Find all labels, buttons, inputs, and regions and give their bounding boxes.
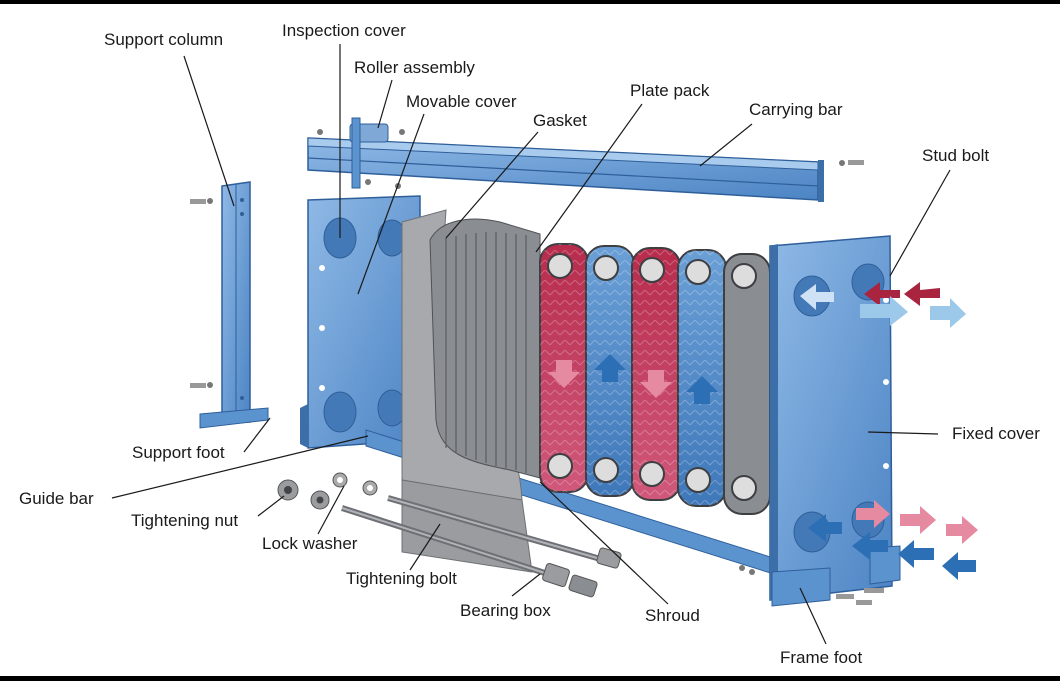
label-lock-washer: Lock washer xyxy=(262,534,358,553)
port-arrow-left-2 xyxy=(808,514,842,542)
inlet-arrow-blue-1 xyxy=(852,532,888,560)
label-gasket: Gasket xyxy=(533,111,587,130)
label-shroud: Shroud xyxy=(645,606,700,625)
outlet-arrow-red-1 xyxy=(864,282,900,306)
plate-pack xyxy=(429,218,541,479)
inlet-arrow-pink-2 xyxy=(900,506,936,534)
inlet-arrow-pink-3 xyxy=(946,516,978,544)
flow-arrow-down-2 xyxy=(640,370,672,398)
plate-gray xyxy=(723,253,771,515)
tightening-nut-icon xyxy=(277,479,330,510)
outlet-arrow-red-2 xyxy=(904,282,940,306)
label-tightening-nut: Tightening nut xyxy=(131,511,239,530)
outlet-arrow-lightblue-1 xyxy=(860,296,908,326)
port-arrow-left-1 xyxy=(800,284,834,310)
outlet-arrow-lightblue-2 xyxy=(930,298,966,328)
flow-arrow-up-1 xyxy=(594,354,626,382)
flow-arrow-down-1 xyxy=(548,360,580,388)
carrying-bar xyxy=(307,137,864,202)
label-guide-bar: Guide bar xyxy=(19,489,94,508)
flow-arrow-up-2 xyxy=(686,376,718,404)
top-border xyxy=(0,0,1060,4)
label-bearing-box: Bearing box xyxy=(460,601,551,620)
label-support-column: Support column xyxy=(104,30,224,49)
label-support-foot: Support foot xyxy=(132,443,225,462)
leader-lines xyxy=(111,44,951,645)
inlet-arrow-pink-1 xyxy=(856,500,890,528)
movable-cover xyxy=(300,195,421,449)
support-column xyxy=(190,181,269,429)
label-plate-pack: Plate pack xyxy=(630,81,710,100)
label-frame-foot: Frame foot xyxy=(780,648,863,667)
inlet-arrow-blue-2 xyxy=(898,540,934,568)
stud-bolts xyxy=(739,565,884,605)
bottom-border xyxy=(0,676,1060,681)
label-carrying-bar: Carrying bar xyxy=(749,100,843,119)
label-movable-cover: Movable cover xyxy=(406,92,517,111)
inlet-arrow-blue-3 xyxy=(942,552,976,580)
tightening-bolt-2 xyxy=(341,505,598,598)
label-roller-assembly: Roller assembly xyxy=(354,58,475,77)
label-stud-bolt: Stud bolt xyxy=(922,146,990,165)
lock-washer-icon xyxy=(332,472,378,496)
label-inspection-cover: Inspection cover xyxy=(282,21,406,40)
roller-assembly xyxy=(317,117,405,189)
label-tightening-bolt: Tightening bolt xyxy=(346,569,457,588)
label-fixed-cover: Fixed cover xyxy=(952,424,1040,443)
